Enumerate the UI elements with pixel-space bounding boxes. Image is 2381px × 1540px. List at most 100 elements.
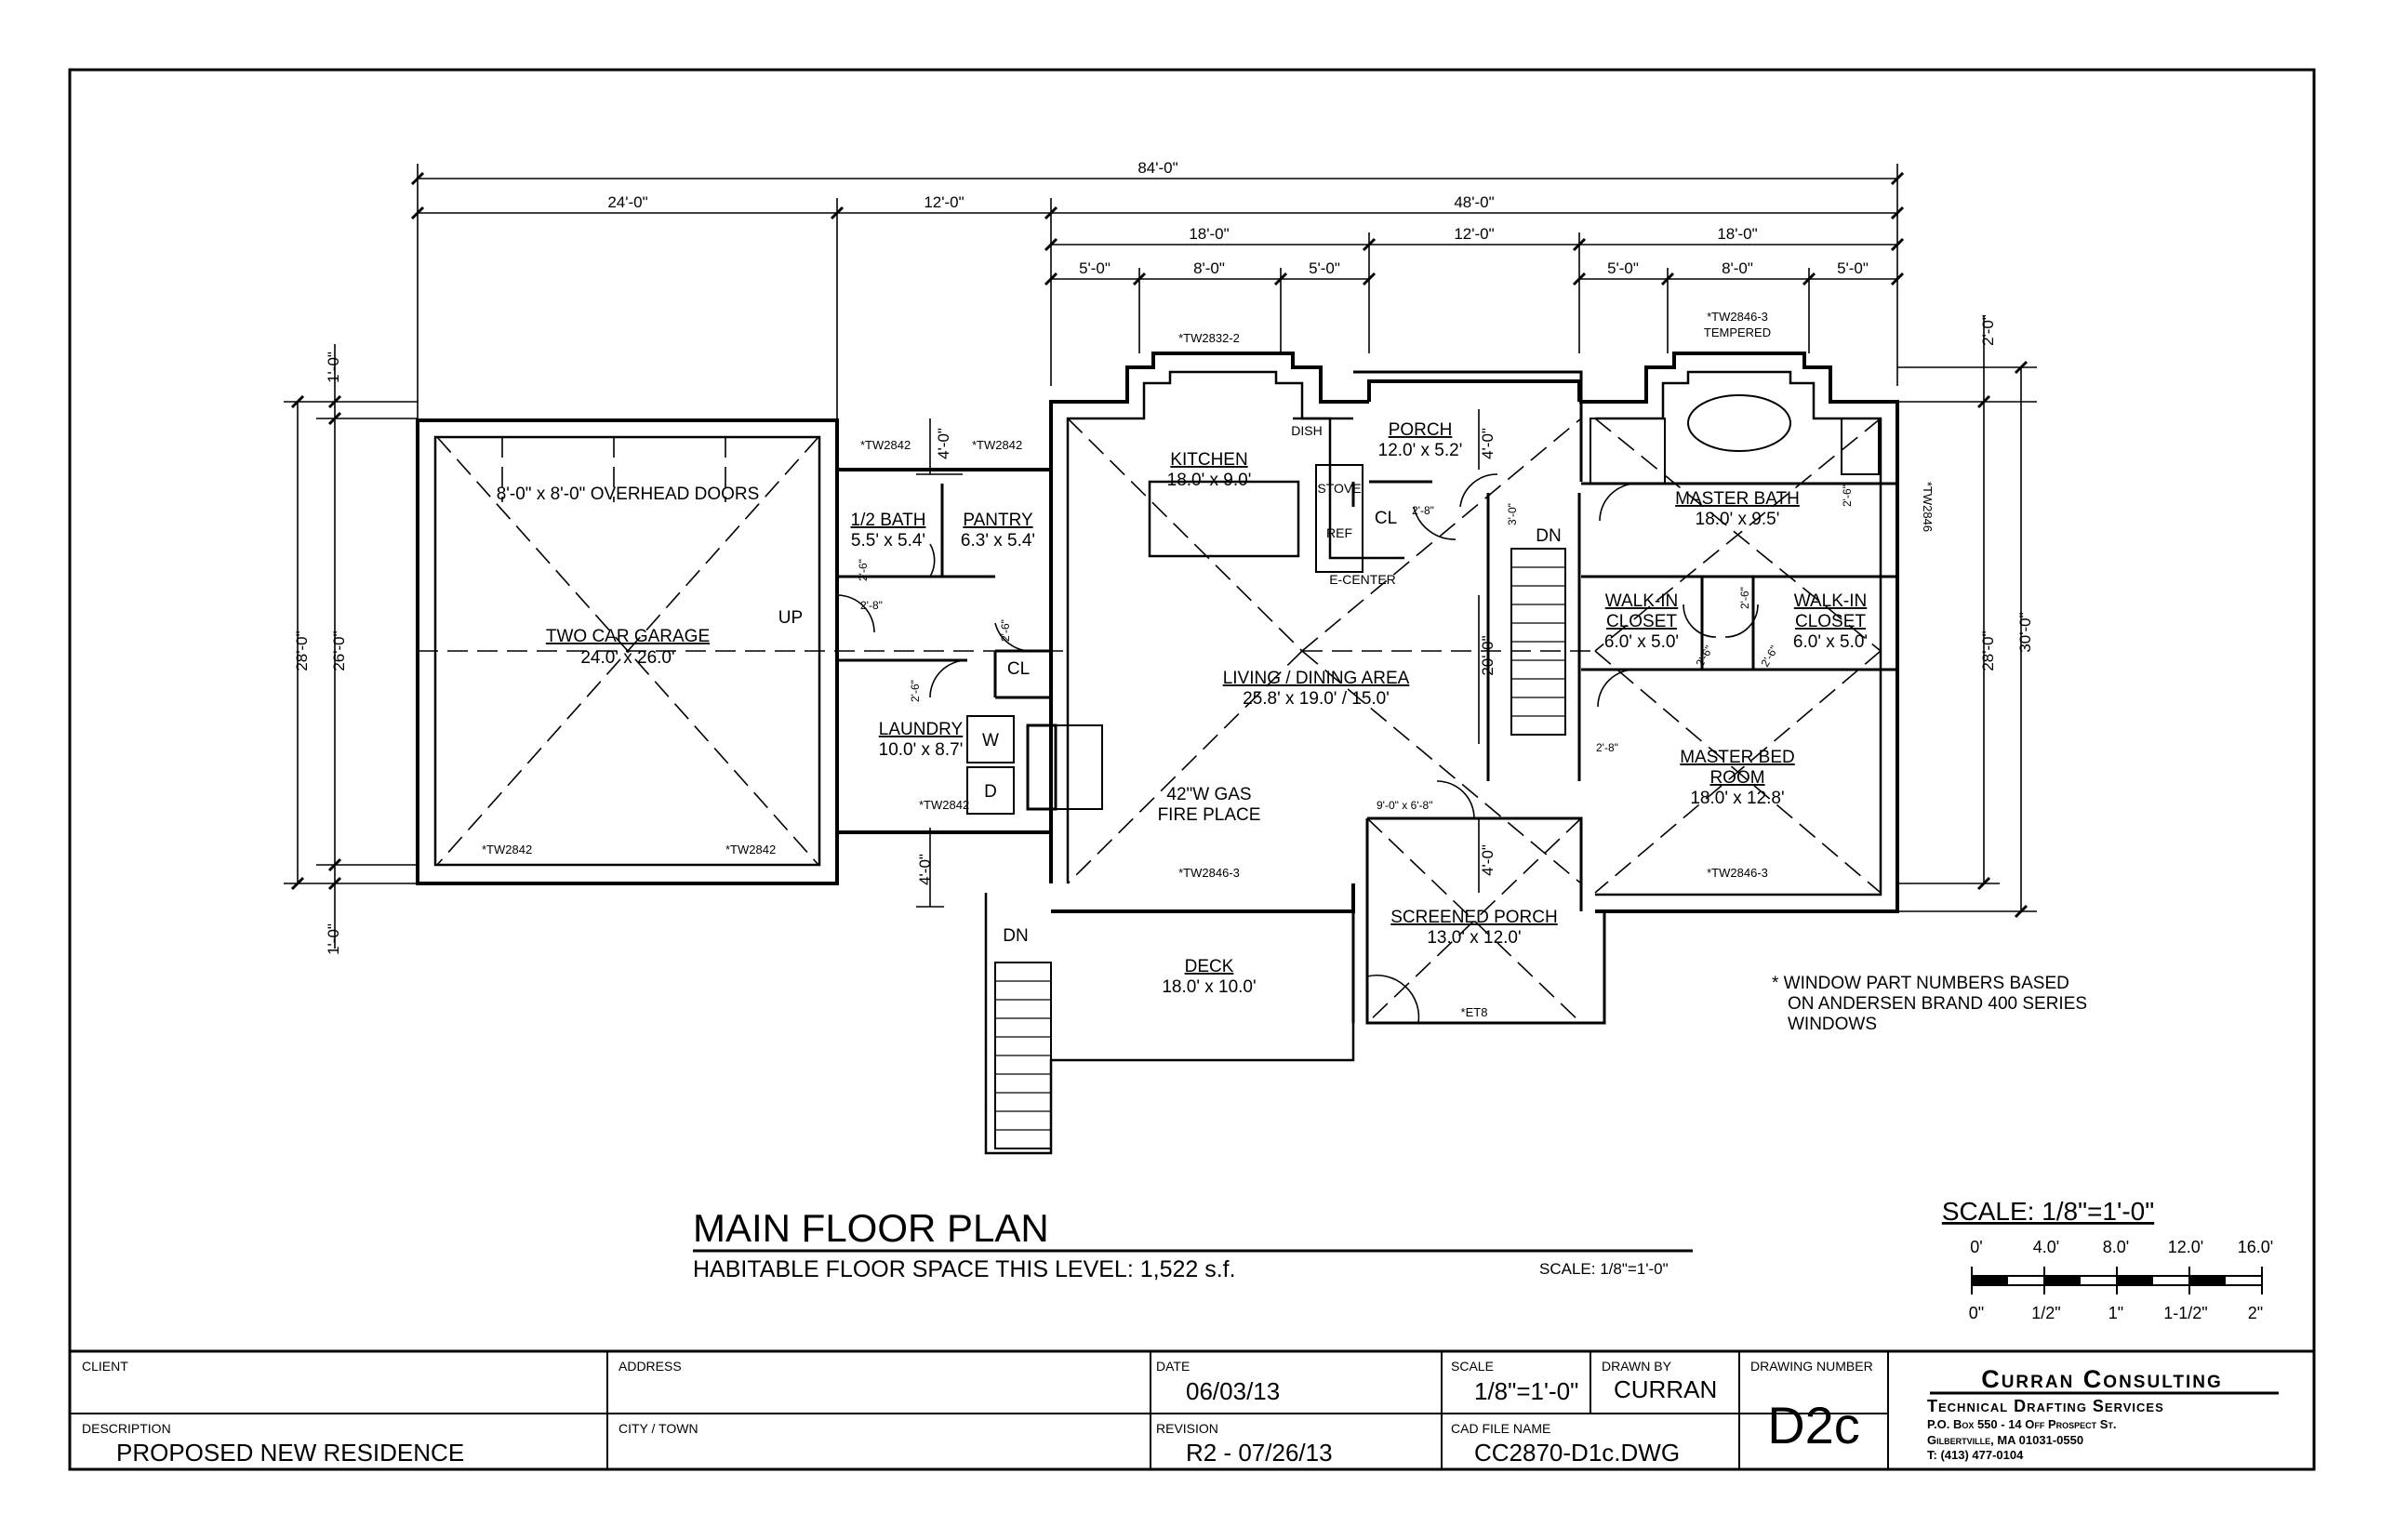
washer-label: W [982,731,999,750]
dim-bay-l3: 5'-0" [1309,259,1340,277]
stove-label: STOVE [1317,481,1361,496]
dim-left-24: 24'-0" [607,193,647,211]
scale-tick-bot-1: 1/2" [2031,1304,2060,1322]
revision-value: R2 - 07/26/13 [1186,1439,1333,1467]
door-2-6-bath: 2'-6" [857,559,870,581]
master-bed-size: 18.0' x 12.8' [1690,789,1784,808]
scale-tick-top-0: 0' [1970,1238,1982,1256]
fireplace-line1: 42"W GAS [1166,785,1251,804]
note-line2: ON ANDERSEN BRAND 400 SERIES [1788,994,2087,1014]
door-2-6-wic1: 2'-6" [1738,587,1751,609]
window-et8: *ET8 [1461,1005,1488,1019]
client-label: CLIENT [82,1359,128,1374]
dim-top-right-2: 2'-0" [1979,314,1997,346]
kitchen-name: KITCHEN [1170,450,1247,470]
e-center-label: E-CENTER [1329,572,1396,587]
title-block: CLIENT ADDRESS DATE 06/03/13 SCALE 1/8"=… [70,1349,2314,1469]
door-2-6-wic3: 2'-6" [1758,644,1780,670]
firm-phone: T: (413) 477-0104 [1927,1448,2024,1462]
porch-name: PORCH [1389,420,1453,440]
dim-sub-18b: 18'-0" [1717,225,1757,243]
scale-tick-top-3: 12.0' [2168,1238,2203,1256]
dim-left-1a: 1'-0" [325,352,342,383]
window-tw2842-a: *TW2842 [860,438,911,452]
heading-scale: SCALE: 1/8"=1'-0" [1539,1260,1669,1278]
window-tw2846-bed: *TW2846-3 [1707,866,1768,880]
sheet-border [68,68,2316,1471]
dim-bay-r1: 5'-0" [1607,259,1639,277]
living-name: LIVING / DINING AREA [1223,669,1410,688]
dim-bay-r3: 5'-0" [1837,259,1869,277]
garage-size: 24.0' x 26.0' [580,648,674,668]
date-label: DATE [1156,1359,1190,1374]
scale-tick-top-2: 8.0' [2103,1238,2129,1256]
dimension-ticks [290,171,2029,919]
dim-bay-r2: 8'-0" [1722,259,1753,277]
fireplace-line2: FIRE PLACE [1158,805,1261,825]
overhead-doors-label: 8'-0" x 8'-0" OVERHEAD DOORS [497,485,760,504]
door-2-6-laundry: 2'-6" [909,680,922,702]
scale-bar: SCALE: 1/8"=1'-0" 0' 4.0' 8.0' 12.0' 16.… [1942,1197,2273,1322]
dim-right-30: 30'-0" [2016,612,2034,652]
laundry-size: 10.0' x 8.7' [879,740,964,760]
door-2-6-mb: 2'-6" [1841,485,1854,507]
dim-left-26: 26'-0" [330,631,348,670]
door-2-8-porch: 2'-8" [1412,504,1434,517]
half-bath-name: 1/2 BATH [851,511,926,530]
room-labels: 8'-0" x 8'-0" OVERHEAD DOORS TWO CAR GAR… [497,420,1868,997]
window-tw2842-c: *TW2842 [482,843,532,856]
drawing-number-label: DRAWING NUMBER [1750,1359,1873,1374]
window-tw2846-living: *TW2846-3 [1178,866,1240,880]
cad-label: CAD FILE NAME [1451,1421,1550,1436]
screened-porch-name: SCREENED PORCH [1390,908,1557,927]
dim-screened-4: 4'-0" [1479,844,1496,876]
window-tw2842-d: *TW2842 [725,843,776,856]
dim-left-1b: 1'-0" [325,923,342,955]
window-tw2846-side: *TW2846 [1921,482,1935,532]
drawn-label: DRAWN BY [1602,1359,1672,1374]
scale-tick-top-4: 16.0' [2238,1238,2273,1256]
walkin-right-name1: WALK-IN [1794,591,1867,611]
dim-right-48: 48'-0" [1454,193,1494,211]
address-label: ADDRESS [619,1359,682,1374]
deck-size: 18.0' x 10.0' [1162,977,1256,997]
door-2-6-cl: 2'-6" [999,619,1012,642]
scale-tick-bot-2: 1" [2108,1304,2123,1322]
firm-name: Curran Consulting [1981,1365,2223,1393]
firm-sub: Technical Drafting Services [1927,1397,2164,1415]
door-3-0: 3'-0" [1506,503,1519,525]
scale-tick-bot-4: 2" [2248,1304,2263,1322]
cl-kitchen-label: CL [1375,509,1397,528]
dim-right-28: 28'-0" [1979,631,1997,670]
firm-addr1: P.O. Box 550 - 14 Off Prospect St. [1927,1417,2117,1431]
date-value: 06/03/13 [1186,1377,1280,1405]
window-tempered: TEMPERED [1704,325,1771,339]
note-line3: WINDOWS [1788,1015,1877,1034]
scale-tick-top-1: 4.0' [2033,1238,2059,1256]
door-2-6-wic2: 2'-6" [1693,644,1715,670]
scale-tick-bot-3: 1-1/2" [2163,1304,2207,1322]
door-2-8-bed: 2'-8" [1596,741,1618,754]
screened-porch-size: 13.0' x 12.0' [1427,928,1521,948]
porch-size: 12.0' x 5.2' [1378,441,1463,460]
ref-label: REF [1326,525,1352,540]
up-label: UP [778,608,803,628]
door-9-0: 9'-0" x 6'-8" [1377,799,1432,812]
revision-label: REVISION [1156,1421,1218,1436]
dim-left-28: 28'-0" [293,631,311,670]
page-title: MAIN FLOOR PLAN [693,1206,1049,1250]
window-note: * WINDOW PART NUMBERS BASED ON ANDERSEN … [1772,974,2087,1034]
master-bath-size: 18.0' x 9.5' [1696,510,1780,529]
drawing-number: D2c [1767,1396,1860,1454]
master-bed-name1: MASTER BED [1680,748,1795,767]
walkin-right-name2: CLOSET [1795,612,1866,631]
window-labels: *TW2842 *TW2842 *TW2842 *TW2842 *TW2842 … [482,310,1935,1019]
description-label: DESCRIPTION [82,1421,171,1436]
scale-label: SCALE [1451,1359,1494,1374]
roof-lines [418,418,1882,1024]
walls [416,352,1899,1155]
scale-bar-title: SCALE: 1/8"=1'-0" [1942,1197,2154,1226]
dryer-label: D [984,782,997,802]
half-bath-size: 5.5' x 5.4' [851,531,925,551]
dimension-labels: 84'-0" 24'-0" 12'-0" 48'-0" 18'-0" 12'-0… [293,159,2034,955]
